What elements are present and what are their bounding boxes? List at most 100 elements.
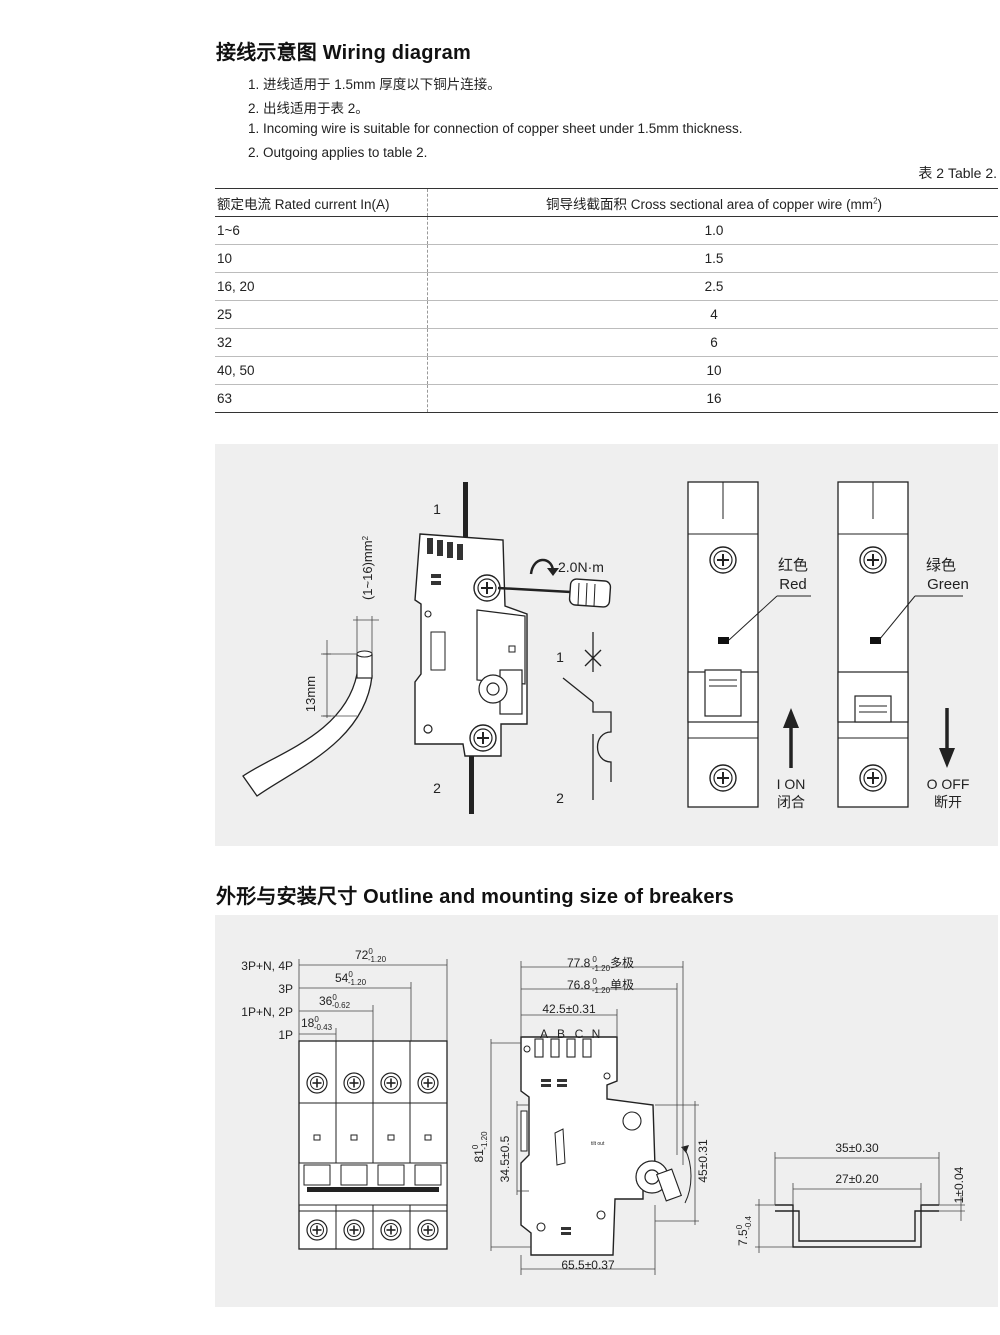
depth-multi-pole-label: 多极 bbox=[610, 956, 634, 970]
torque-arrow-icon bbox=[529, 558, 555, 575]
rail-height-tol-dn: -0.4 bbox=[744, 1215, 753, 1229]
width-2p-label: 360-0.62 bbox=[319, 993, 351, 1010]
dim-45-label: 45±0.31 bbox=[696, 1139, 710, 1183]
tilt-out-label: tilt out bbox=[591, 1141, 605, 1147]
wire-section-sup: 2 bbox=[361, 535, 370, 540]
pole-label-2p: 1P+N, 2P bbox=[241, 1005, 293, 1019]
width-1p-value: 18 bbox=[301, 1016, 315, 1030]
terminal-n-label: N bbox=[592, 1027, 601, 1041]
width-1p-tol-dn: -0.43 bbox=[314, 1023, 333, 1032]
header-cross-section: 铜导线截面积 Cross sectional area of copper wi… bbox=[427, 188, 998, 217]
cell-area: 10 bbox=[427, 356, 998, 385]
width-2p-tol-up: 0 bbox=[332, 993, 337, 1002]
breaker-front-on bbox=[687, 481, 811, 808]
cell-area: 1.0 bbox=[427, 216, 998, 245]
outline-svg: 3P+N, 4P 3P 1P+N, 2P 1P 720-1.20 540-1.2… bbox=[241, 947, 966, 1275]
cell-area: 1.5 bbox=[427, 244, 998, 273]
breaker-front-off bbox=[837, 481, 963, 808]
cell-current: 25 bbox=[215, 300, 428, 329]
wiring-title: 接线示意图 Wiring diagram bbox=[216, 42, 471, 64]
cell-current: 32 bbox=[215, 328, 428, 357]
schematic-top-label: 1 bbox=[556, 649, 564, 665]
depth-multi-value: 77.8 bbox=[567, 956, 591, 970]
red-label-cn: 红色 bbox=[778, 557, 808, 574]
rail-height-tol-up: 0 bbox=[735, 1224, 744, 1229]
rail-height-label: 7.50-0.4 bbox=[735, 1215, 753, 1245]
din-rail-profile bbox=[775, 1204, 939, 1248]
breaker-4p-front bbox=[298, 1040, 448, 1250]
wiring-note-cn-2: 2. 出线适用于表 2。 bbox=[248, 101, 369, 116]
depth-front-label: 42.5±0.31 bbox=[542, 1002, 596, 1016]
dim-345-label: 34.5±0.5 bbox=[498, 1135, 512, 1182]
outline-panel: 3P+N, 4P 3P 1P+N, 2P 1P 720-1.20 540-1.2… bbox=[215, 915, 998, 1307]
indicator-red bbox=[718, 637, 729, 644]
depth-single-tol-up: 0 bbox=[592, 977, 597, 986]
depth-multi-tol-dn: -1.20 bbox=[592, 964, 611, 973]
height-label: 810-1.20 bbox=[471, 1131, 489, 1163]
width-2p-tol-dn: -0.62 bbox=[332, 1001, 351, 1010]
torque-arrowhead-icon bbox=[547, 568, 559, 576]
torque-label: 2.0N·m bbox=[558, 559, 604, 575]
cell-current: 1~6 bbox=[215, 216, 428, 245]
on-label-cn: 闭合 bbox=[777, 794, 805, 810]
cell-area: 16 bbox=[427, 384, 998, 413]
depth-multi-tol-up: 0 bbox=[592, 955, 597, 964]
terminal-a-label: A bbox=[540, 1027, 548, 1041]
cell-current: 10 bbox=[215, 244, 428, 273]
width-4p-label: 720-1.20 bbox=[355, 947, 387, 964]
depth-single-pole-label: 单极 bbox=[610, 978, 634, 992]
wire-section-table: 额定电流 Rated current In(A) 铜导线截面积 Cross se… bbox=[215, 188, 998, 413]
wiring-note-en-2: 2. Outgoing applies to table 2. bbox=[248, 145, 428, 160]
wiring-diagram-svg: 13mm (1~16)mm2 1 2 bbox=[242, 481, 970, 814]
width-4p-value: 72 bbox=[355, 948, 369, 962]
arrow-down-icon bbox=[939, 708, 955, 768]
width-2p-value: 36 bbox=[319, 994, 333, 1008]
wiring-note-en-1: 1. Incoming wire is suitable for connect… bbox=[248, 121, 743, 136]
off-label-cn: 断开 bbox=[934, 794, 962, 810]
off-label-en: O OFF bbox=[927, 776, 970, 792]
breaker-side-view bbox=[414, 482, 528, 814]
width-3p-label: 540-1.20 bbox=[335, 970, 367, 987]
depth-single-tol-dn: -1.20 bbox=[592, 986, 611, 995]
wiring-diagram-panel: 13mm (1~16)mm2 1 2 bbox=[215, 444, 998, 846]
strip-length-label: 13mm bbox=[303, 676, 318, 712]
cell-current: 40, 50 bbox=[215, 356, 428, 385]
cell-area: 4 bbox=[427, 300, 998, 329]
arrow-up-icon bbox=[783, 708, 799, 768]
rail-height-value: 7.5 bbox=[736, 1229, 750, 1246]
terminal-b-label: B bbox=[557, 1027, 565, 1041]
cell-area: 2.5 bbox=[427, 272, 998, 301]
rail-width-27-label: 27±0.20 bbox=[835, 1172, 879, 1186]
header-cross-section-close: ) bbox=[877, 196, 883, 212]
schematic-bottom-label: 2 bbox=[556, 790, 564, 806]
width-3p-value: 54 bbox=[335, 971, 349, 985]
terminal-bottom-label: 2 bbox=[433, 780, 441, 796]
cell-current: 63 bbox=[215, 384, 428, 413]
indicator-green bbox=[870, 637, 881, 644]
red-label-en: Red bbox=[779, 576, 807, 593]
outline-title: 外形与安装尺寸 Outline and mounting size of bre… bbox=[216, 886, 734, 908]
breaker-side-outline bbox=[520, 1036, 692, 1256]
pole-label-1p: 1P bbox=[278, 1028, 293, 1042]
pole-label-4p: 3P+N, 4P bbox=[241, 959, 293, 973]
width-dimension-lines bbox=[298, 959, 448, 1043]
height-tol-dn: -1.20 bbox=[480, 1131, 489, 1150]
rail-dimension-lines bbox=[755, 1152, 965, 1253]
header-cross-section-text: 铜导线截面积 Cross sectional area of copper wi… bbox=[545, 196, 874, 212]
depth-single-value: 76.8 bbox=[567, 978, 591, 992]
dim-655-label: 65.5±0.37 bbox=[561, 1258, 615, 1272]
width-4p-tol-up: 0 bbox=[368, 947, 373, 956]
green-label-en: Green bbox=[927, 576, 969, 593]
width-3p-tol-dn: -1.20 bbox=[348, 978, 367, 987]
rail-width-35-label: 35±0.30 bbox=[835, 1141, 879, 1155]
cell-area: 6 bbox=[427, 328, 998, 357]
height-value: 81 bbox=[472, 1149, 486, 1163]
contact-schematic bbox=[562, 632, 612, 800]
